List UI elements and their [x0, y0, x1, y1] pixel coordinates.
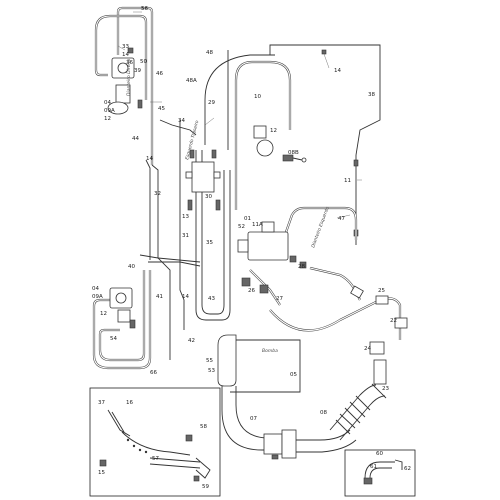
label-05: 05 — [290, 372, 297, 378]
label-60: 60 — [376, 451, 383, 457]
side-label-top: Dianteiro Direito — [126, 59, 132, 96]
label-58: 58 — [200, 424, 207, 430]
label-46: 46 — [156, 71, 163, 77]
label-15: 15 — [98, 470, 105, 476]
right-couplings — [241, 277, 408, 385]
label-55: 55 — [206, 358, 213, 364]
label-04b: 04 — [92, 286, 99, 292]
label-44: 44 — [132, 136, 139, 142]
lower-right-pipe — [329, 383, 387, 441]
tank-outlet-pipes — [221, 386, 357, 460]
label-61: 61 — [370, 464, 377, 470]
label-37: 37 — [98, 400, 105, 406]
label-14: 14 — [122, 52, 129, 58]
label-33: 33 — [122, 44, 129, 50]
label-31: 31 — [182, 233, 189, 239]
label-62: 62 — [404, 466, 411, 472]
right-mid-hose — [283, 206, 358, 240]
lower-left-valve — [109, 287, 136, 329]
part-labels: 56 33 14 36 50 39 46 45 04 09A 12 34 44 … — [92, 6, 411, 490]
right-upper-valve — [253, 49, 359, 237]
label-12c: 12 — [270, 128, 277, 134]
center-valve-block — [185, 149, 221, 211]
label-34: 34 — [178, 118, 185, 124]
label-30: 30 — [205, 194, 212, 200]
label-39: 39 — [134, 68, 141, 74]
label-04: 04 — [104, 100, 111, 106]
label-12: 12 — [104, 116, 111, 122]
label-52: 52 — [238, 224, 245, 230]
label-24: 24 — [364, 346, 371, 352]
upper-left-hose-loop — [94, 6, 154, 165]
central-manifold-block — [237, 221, 307, 269]
label-14c: 14 — [182, 294, 189, 300]
label-42: 42 — [188, 338, 195, 344]
label-41: 41 — [156, 294, 163, 300]
label-28: 28 — [298, 264, 305, 270]
label-54: 54 — [110, 336, 117, 342]
label-22: 22 — [390, 318, 397, 324]
label-01: 01 — [244, 216, 251, 222]
label-11a: 11A — [252, 222, 263, 228]
label-32: 32 — [154, 191, 161, 197]
label-09b: 09A — [92, 294, 103, 300]
oil-tank — [217, 334, 301, 393]
label-36: 36 — [126, 60, 133, 66]
label-23: 23 — [382, 386, 389, 392]
label-38: 38 — [368, 92, 375, 98]
label-40: 40 — [128, 264, 135, 270]
label-09a: 09A — [104, 108, 115, 114]
central-pipes — [139, 119, 231, 360]
label-26: 26 — [248, 288, 255, 294]
label-08: 08 — [320, 410, 327, 416]
label-08b: 08B — [288, 150, 299, 156]
label-45: 45 — [158, 106, 165, 112]
label-56: 56 — [141, 6, 148, 12]
label-07: 07 — [250, 416, 257, 422]
top-dome-hose — [204, 44, 381, 245]
label-50: 50 — [140, 59, 147, 65]
label-27: 27 — [276, 296, 283, 302]
label-48: 48 — [206, 50, 213, 56]
label-43: 43 — [208, 296, 215, 302]
label-14d: 14 — [334, 68, 341, 74]
label-57: 57 — [152, 456, 159, 462]
leader-lines — [117, 11, 362, 219]
label-47: 47 — [338, 216, 345, 222]
label-53: 53 — [208, 368, 215, 374]
side-label-right: Dianteiro Esquerdo — [310, 206, 331, 249]
lower-right-inset — [344, 449, 416, 497]
label-14b: 14 — [146, 156, 153, 162]
label-35: 35 — [206, 240, 213, 246]
label-13: 13 — [182, 214, 189, 220]
upper-left-valve — [107, 47, 143, 115]
label-59: 59 — [202, 484, 209, 490]
label-10: 10 — [254, 94, 261, 100]
label-48a: 48A — [186, 78, 197, 84]
label-16: 16 — [126, 400, 133, 406]
label-12b: 12 — [100, 311, 107, 317]
label-25: 25 — [378, 288, 385, 294]
lower-left-hose-loop — [92, 270, 152, 370]
tank-label: Bomba — [262, 348, 278, 354]
label-29: 29 — [208, 100, 215, 106]
label-66: 66 — [150, 370, 157, 376]
label-11: 11 — [344, 178, 351, 184]
lower-left-inset — [89, 387, 221, 497]
